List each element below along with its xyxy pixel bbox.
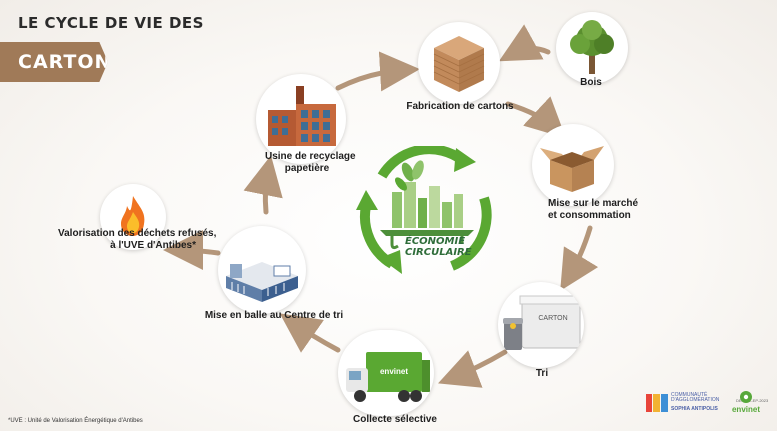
label-valorisation-line1: Valorisation des déchets refusés, [58,228,217,239]
fabrication-image [418,22,500,104]
cardboard-stack-icon [433,36,485,92]
title-line1: LE CYCLE DE VIE DES [18,14,204,32]
truck-brand-text: envinet [380,367,408,376]
bin-label-text: CARTON [538,315,567,322]
envinet-logo-text: envinet [731,405,760,414]
tri-image: CARTON [498,282,584,368]
label-tri: Tri [535,368,549,379]
usine-image [256,74,346,164]
agglo-name: SOPHIA ANTIPOLIS [671,406,718,412]
tree-icon [570,20,614,74]
label-collecte: Collecte sélective [353,414,437,425]
carton-container-icon: CARTON [503,295,583,350]
label-bois: Bois [580,77,602,88]
label-fabrication: Fabrication de cartons [406,101,514,112]
center-title-line2: CIRCULAIRE [405,247,472,258]
agglo-line2: D'AGGLOMÉRATION [671,397,720,403]
label-valorisation-line2: à l'UVE d'Antibes* [110,240,196,251]
economie-circulaire-graphic [356,146,492,274]
fire-icon [121,196,145,236]
arrow-usine-fabrication [335,51,420,92]
factory-icon [268,86,336,146]
label-valorisation: Valorisation des déchets refusés, à l'UV… [58,228,217,252]
arrow-balle-usine [243,155,283,215]
envinet-logo: envinet [726,390,766,416]
label-balle: Mise en balle au Centre de tri [204,310,344,321]
footnote: *UVE : Unité de Valorisation Énergétique… [8,418,143,424]
agglo-logo: COMMUNAUTÉ D'AGGLOMÉRATION SOPHIA ANTIPO… [646,392,726,414]
arrow-collecte-balle [279,313,341,353]
collecte-image: envinet [338,330,434,416]
label-marche-line2: et consommation [548,210,631,221]
title-line2: CARTON [18,51,112,73]
label-marche-line1: Mise sur le marché [548,198,639,209]
open-box-icon [540,146,604,192]
title-banner: CARTON [0,42,108,82]
bois-image [556,12,628,84]
agglo-line1: COMMUNAUTÉ [671,392,708,398]
envinet-leaf-icon [740,391,752,403]
arrow-tri-collecte [438,349,508,388]
arrow-fabrication-marche [505,96,566,139]
label-usine-line1: Usine de recyclage [265,151,356,162]
garbage-truck-icon: envinet [346,352,430,402]
label-usine-line2: papetière [284,163,330,174]
valorisation-image [100,184,166,250]
agglo-logo-text: COMMUNAUTÉ D'AGGLOMÉRATION [671,393,719,403]
balle-image [218,226,306,314]
label-marche: Mise sur le marché et consommation [548,198,638,222]
arrow-balle-valorisation [163,230,221,271]
arrow-bois-fabrication [498,24,551,62]
arrow-marche-tri [560,225,599,291]
sorting-center-icon [226,262,298,302]
center-title-line1: ÉCONOMIE [405,236,466,247]
marche-image [532,124,614,206]
label-usine: Usine de recyclage papetière [265,151,356,175]
center-title: ÉCONOMIE CIRCULAIRE [405,236,472,258]
reference-code: DEM-RL-EP-2023 [736,398,769,403]
agglo-logo-icon [646,394,668,412]
